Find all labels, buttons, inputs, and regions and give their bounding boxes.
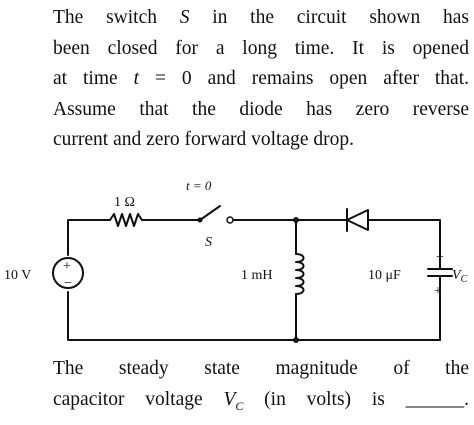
resistor-label: 1 Ω bbox=[114, 195, 135, 210]
switch-name-label: S bbox=[205, 235, 212, 250]
junction-bottom bbox=[293, 337, 299, 343]
switch-contact bbox=[226, 216, 234, 224]
question-line-7: capacitor voltage VC (in volts) is _____… bbox=[53, 388, 469, 413]
diode-triangle bbox=[346, 209, 369, 231]
question-text-bottom: The steady state magnitude of the capaci… bbox=[53, 354, 469, 421]
wire-diode-cap bbox=[367, 219, 441, 270]
source-minus-label: − bbox=[64, 276, 72, 291]
wire-left-top bbox=[67, 219, 111, 256]
inductor-label: 1 mH bbox=[241, 268, 273, 283]
source-value-label: 10 V bbox=[4, 268, 31, 283]
capacitor-label: 10 μF bbox=[368, 268, 401, 283]
question-line-4: Assume that the diode has zero reverse bbox=[53, 98, 469, 120]
circuit-diagram: + − 10 V 1 Ω t = 0 S 1 mH 10 μF − + VC bbox=[4, 178, 468, 343]
voltage-source-circle bbox=[52, 257, 84, 289]
question-line-1: The switch S in the circuit shown has bbox=[53, 7, 469, 28]
capacitor-plus-label: + bbox=[434, 284, 442, 299]
switch-pivot bbox=[197, 217, 203, 223]
question-line-6: The steady state magnitude of the bbox=[53, 358, 469, 379]
resistor-symbol bbox=[109, 213, 143, 227]
junction-top bbox=[293, 217, 299, 223]
question-line-2: been closed for a long time. It is opene… bbox=[53, 37, 469, 59]
wire-bottom bbox=[67, 291, 441, 341]
question-text-top: The switch S in the circuit shown has be… bbox=[53, 3, 469, 156]
capacitor-minus-label: − bbox=[436, 250, 444, 265]
capacitor-voltage-label: VC bbox=[452, 268, 468, 285]
question-line-5: current and zero forward voltage drop. bbox=[53, 129, 355, 150]
inductor-symbol bbox=[295, 253, 305, 295]
switch-blade bbox=[199, 205, 221, 221]
question-line-3: at time t = 0 and remains open after tha… bbox=[53, 68, 469, 89]
switch-time-label: t = 0 bbox=[186, 178, 212, 193]
source-plus-label: + bbox=[63, 259, 71, 274]
